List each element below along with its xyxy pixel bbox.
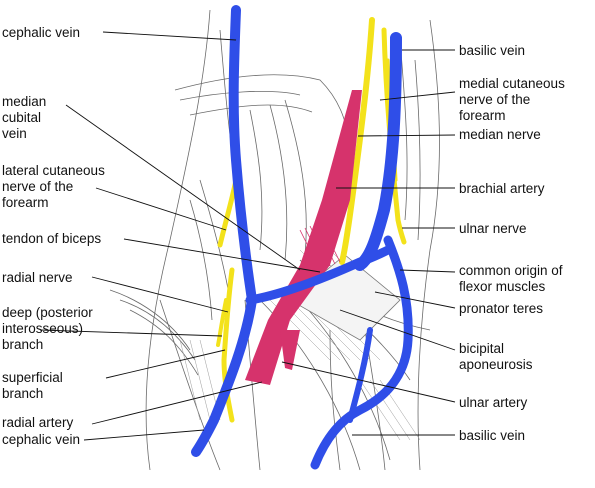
label-pronator-teres: pronator teres (459, 301, 544, 316)
bicipital-aponeurosis-shape (289, 254, 401, 341)
label-common-origin-of-flexor-muscles: common origin of flexor muscles (459, 263, 563, 294)
label-basilic-vein-bottom: basilic vein (459, 428, 526, 443)
leader-radial-artery (91, 381, 263, 425)
label-lateral-cutaneous-nerve: lateral cutaneous nerve of the forearm (2, 163, 105, 210)
arteries (245, 90, 362, 385)
leader-cephalic-vein-top (102, 31, 237, 41)
leader-pronator-teres (374, 291, 456, 309)
leader-ulnar-artery (281, 361, 456, 403)
label-radial-nerve: radial nerve (2, 270, 73, 285)
label-tendon-of-biceps: tendon of biceps (2, 231, 102, 246)
nerves (216, 17, 407, 423)
label-brachial-artery: brachial artery (459, 181, 545, 196)
leader-median-nerve (357, 134, 456, 137)
label-deep-posterior-interosseous-branch: deep (posterior interosseous) branch (2, 305, 93, 352)
label-medial-cutaneous-nerve: medial cutaneous nerve of the forearm (459, 76, 565, 123)
leader-lateral-cutaneous-nerve (95, 187, 227, 231)
label-median-cubital-vein: median cubital vein (2, 94, 47, 141)
leader-cephalic-vein-bottom (83, 429, 205, 441)
label-ulnar-nerve: ulnar nerve (459, 221, 527, 236)
label-radial-artery: radial artery (2, 415, 74, 430)
label-ulnar-artery: ulnar artery (459, 395, 528, 410)
label-median-nerve: median nerve (459, 127, 541, 142)
leader-superficial-branch (105, 349, 226, 379)
label-superficial-branch: superficial branch (2, 370, 63, 401)
leader-medial-cutaneous-nerve (379, 91, 456, 101)
leader-tendon-of-biceps (123, 238, 321, 273)
leader-median-cubital-vein (65, 104, 301, 271)
label-cephalic-vein-top: cephalic vein (2, 25, 81, 40)
label-basilic-vein-top: basilic vein (459, 43, 526, 58)
leader-radial-nerve (91, 276, 229, 313)
label-bicipital-aponeurosis: bicipital aponeurosis (459, 341, 533, 372)
leader-bicipital-aponeurosis (339, 309, 456, 351)
artery-fine-branches (299, 221, 341, 271)
leader-deep-branch (39, 329, 223, 337)
label-cephalic-vein-bottom: cephalic vein (2, 432, 81, 447)
leader-common-origin-flexor (399, 269, 456, 273)
